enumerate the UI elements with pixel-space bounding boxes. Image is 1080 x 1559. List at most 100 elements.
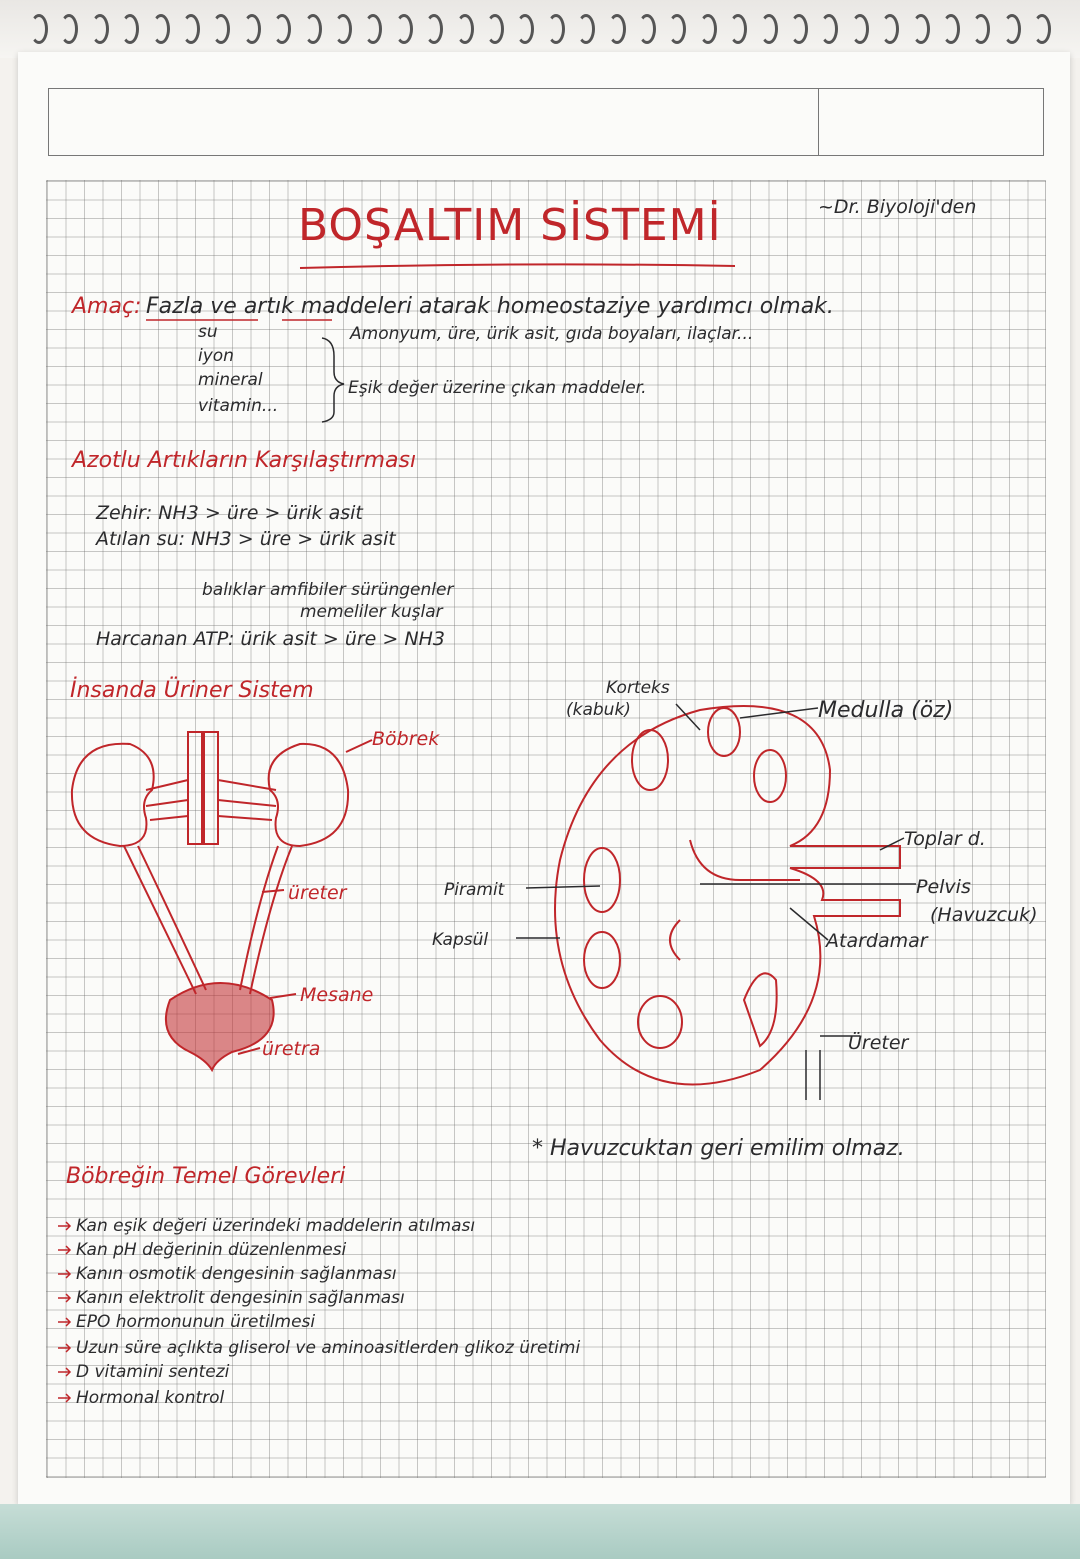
- kidney-section-drawing: [554, 705, 901, 1086]
- vena-cava: [203, 731, 219, 845]
- bobrek-pointer: [345, 739, 373, 753]
- fazla-item: vitamin...: [198, 396, 279, 416]
- pyramid: [753, 749, 787, 803]
- label-ureter: üreter: [288, 882, 347, 904]
- right-ureter-2: [239, 845, 279, 991]
- page-title: BOŞALTIM SİSTEMİ: [298, 200, 722, 251]
- spiral-ring: [850, 14, 869, 44]
- spiral-ring: [60, 14, 79, 44]
- spiral-ring: [394, 14, 413, 44]
- pyramid: [583, 847, 621, 913]
- spiral-ring: [607, 14, 626, 44]
- artik-examples: Amonyum, üre, ürik asit, gıda boyaları, …: [350, 324, 754, 344]
- kidney-outline: [554, 705, 901, 1086]
- spiral-ring: [1033, 14, 1052, 44]
- brace: [321, 337, 345, 423]
- threshold-note: Eşik değer üzerine çıkan maddeler.: [348, 378, 647, 398]
- animal-groups-2: memeliler kuşlar: [300, 602, 443, 622]
- spiral-ring: [729, 14, 748, 44]
- spiral-ring: [151, 14, 170, 44]
- pyramid: [707, 707, 741, 757]
- fazla-item: iyon: [198, 346, 234, 366]
- label-piramit: Piramit: [444, 880, 505, 900]
- left-vessels: [145, 779, 189, 821]
- function-item: Hormonal kontrol: [76, 1388, 225, 1408]
- spiral-ring: [638, 14, 656, 44]
- pyramid: [742, 972, 778, 1048]
- water-loss-line: Atılan su: NH3 > üre > ürik asit: [96, 528, 396, 550]
- spiral-ring: [698, 14, 717, 44]
- header-divider: [818, 88, 819, 156]
- spiral-ring: [486, 14, 504, 44]
- function-item: Kan eşik değeri üzerindeki maddelerin at…: [76, 1216, 476, 1236]
- label-bobrek: Böbrek: [372, 728, 440, 750]
- left-kidney: [70, 742, 155, 848]
- urinary-system-drawing: [70, 731, 373, 1073]
- right-ureter: [249, 845, 293, 995]
- function-item: Uzun süre açlıkta gliserol ve aminoasitl…: [76, 1338, 581, 1358]
- label-toplar: Toplar d.: [904, 828, 986, 850]
- label-atardamar: Atardamar: [826, 930, 928, 952]
- kidney-pointers: [516, 703, 916, 1100]
- spiral-ring: [30, 14, 48, 44]
- function-item: D vitamini sentezi: [76, 1362, 230, 1382]
- spiral-ring: [911, 14, 930, 44]
- spiral-ring: [972, 14, 991, 44]
- function-bullets: [58, 1221, 72, 1403]
- spiral-ring: [364, 14, 383, 44]
- grid-paper: [46, 180, 1046, 1478]
- fazla-item: su: [198, 322, 218, 342]
- kidney-footnote: * Havuzcuktan geri emilim olmaz.: [532, 1136, 905, 1161]
- spiral-ring: [90, 14, 109, 44]
- function-item: Kanın osmotik dengesinin sağlanması: [76, 1264, 397, 1284]
- left-ureter-2: [137, 845, 207, 991]
- function-item: Kan pH değerinin düzenlenmesi: [76, 1240, 347, 1260]
- spiral-ring: [942, 14, 960, 44]
- label-kidney-ureter: Üreter: [848, 1032, 909, 1054]
- spiral-ring: [759, 14, 778, 44]
- ureter-pointer: [261, 889, 285, 893]
- urinary-heading: İnsanda Üriner Sistem: [70, 678, 314, 703]
- spiral-ring: [212, 14, 231, 44]
- function-item: Kanın elektrolit dengesinin sağlanması: [76, 1288, 405, 1308]
- right-kidney: [267, 742, 350, 848]
- left-ureter: [123, 845, 197, 995]
- label-uretra: üretra: [262, 1038, 321, 1060]
- pyramid: [637, 995, 683, 1049]
- spiral-ring: [425, 14, 444, 44]
- spiral-ring: [820, 14, 839, 44]
- spiral-ring: [546, 14, 565, 44]
- fazla-item: mineral: [198, 370, 263, 390]
- animal-groups-1: balıklar amfibiler sürüngenler: [202, 580, 454, 600]
- pyramid: [583, 931, 621, 989]
- spiral-ring: [242, 14, 261, 44]
- spiral-ring: [121, 14, 140, 44]
- spiral-ring: [881, 14, 900, 44]
- spiral-ring: [790, 14, 808, 44]
- spiral-ring: [273, 14, 292, 44]
- spiral-ring: [668, 14, 687, 44]
- label-kabuk: (kabuk): [566, 700, 631, 720]
- bladder: [165, 982, 275, 1073]
- label-mesane: Mesane: [300, 984, 374, 1006]
- functions-heading: Böbreğin Temel Görevleri: [66, 1164, 346, 1189]
- desk-surface: [0, 1504, 1080, 1559]
- label-havuzcuk: (Havuzcuk): [930, 904, 1038, 926]
- pelvis-wall: [689, 839, 800, 881]
- comparison-heading: Azotlu Artıkların Karşılaştırması: [72, 448, 417, 473]
- toxicity-line: Zehir: NH3 > üre > ürik asit: [96, 502, 363, 524]
- header-box: [48, 88, 1044, 156]
- credit-text: ~Dr. Biyoloji'den: [818, 196, 977, 218]
- spiral-ring: [182, 14, 200, 44]
- label-kapsul: Kapsül: [432, 930, 489, 950]
- label-korteks: Korteks: [606, 678, 670, 698]
- mesane-pointer: [269, 993, 297, 999]
- pyramid: [631, 729, 669, 791]
- function-item: EPO hormonunun üretilmesi: [76, 1312, 316, 1332]
- spiral-ring: [1002, 14, 1021, 44]
- purpose-label: Amaç:: [72, 294, 142, 319]
- spiral-ring: [516, 14, 535, 44]
- spiral-ring: [334, 14, 352, 44]
- spiral-ring: [303, 14, 322, 44]
